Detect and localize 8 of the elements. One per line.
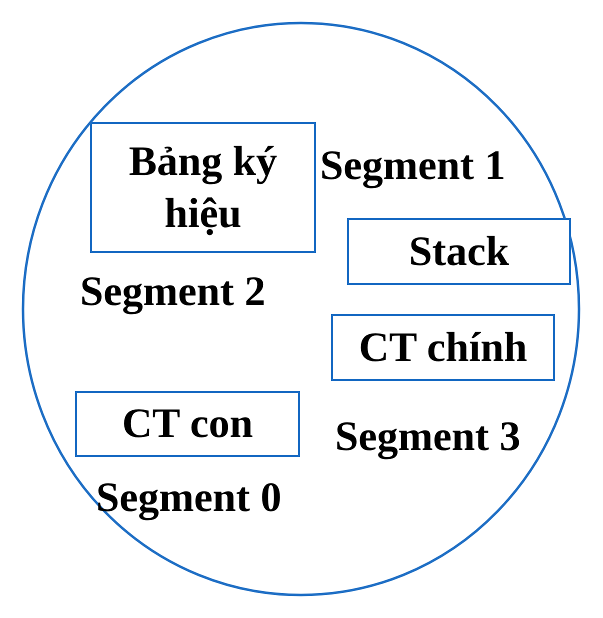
segment-label: Segment 0	[96, 474, 282, 522]
text-box: CT chính	[331, 314, 555, 381]
segment-label: Segment 3	[335, 413, 520, 461]
text-box: Bảng ký hiệu	[90, 122, 316, 253]
segment-label: Segment 1	[320, 142, 506, 190]
text-box: Stack	[347, 218, 571, 285]
text-box: CT con	[75, 391, 300, 457]
segment-label: Segment 2	[80, 268, 266, 316]
